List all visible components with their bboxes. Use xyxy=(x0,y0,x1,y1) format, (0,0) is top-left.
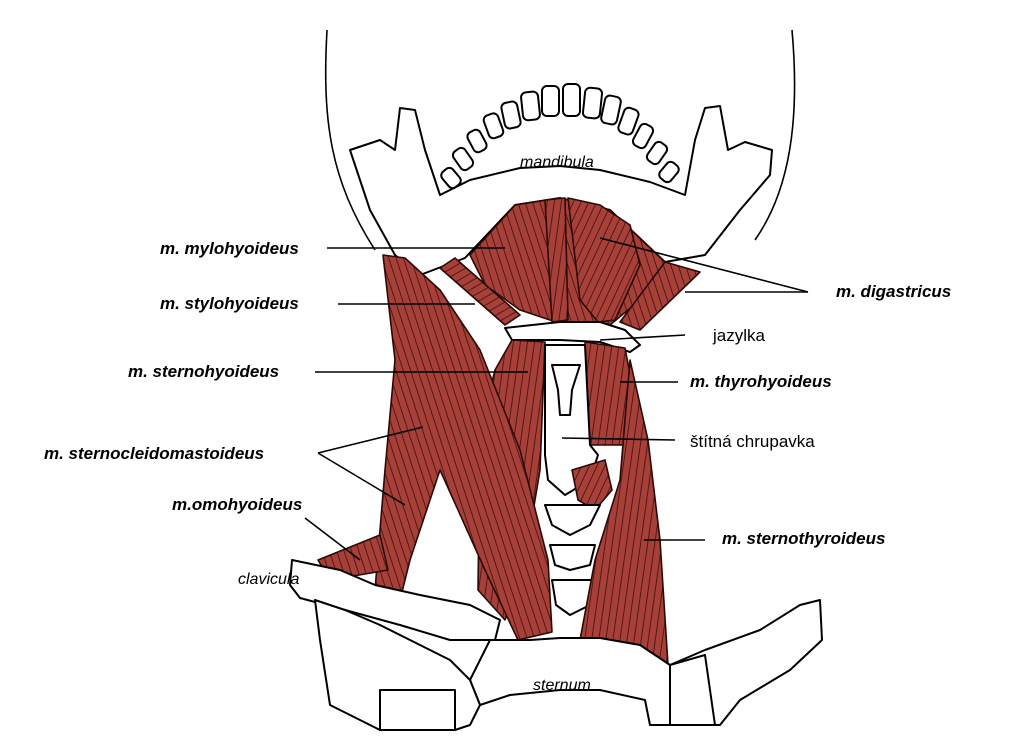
label-thyrohyoideus: m. thyrohyoideus xyxy=(690,372,832,391)
label-sternothyroideus: m. sternothyroideus xyxy=(722,529,885,548)
rib-left-segment xyxy=(379,689,456,731)
neck-outline-right xyxy=(754,29,796,241)
neck-outline-left xyxy=(324,29,376,251)
digastric-anterior-belly-right xyxy=(567,197,641,323)
rib-right-segment xyxy=(669,654,716,726)
label-jazylka: jazylka xyxy=(712,326,766,345)
label-omohyoideus: m.omohyoideus xyxy=(172,495,302,514)
teeth xyxy=(440,83,680,190)
digastric-posterior-right xyxy=(619,261,701,331)
trachea xyxy=(544,504,601,616)
label-sternum: sternum xyxy=(533,677,591,694)
leader-lines xyxy=(304,237,809,561)
sternum xyxy=(469,637,671,726)
sternocleidomastoid-muscle xyxy=(374,254,553,641)
label-sternohyoideus: m. sternohyoideus xyxy=(128,362,279,381)
mandible xyxy=(349,83,773,276)
label-clavicula: clavicula xyxy=(238,571,299,588)
cricothyroid-muscle xyxy=(571,459,613,511)
label-stylohyoideus: m. stylohyoideus xyxy=(160,294,299,313)
label-mandibula: mandibula xyxy=(520,154,594,171)
hyoid-bone xyxy=(504,321,641,353)
label-stitna-chrupavka: štítná chrupavka xyxy=(690,432,815,451)
thyroid-notch xyxy=(551,364,581,416)
label-mylohyoideus: m. mylohyoideus xyxy=(160,239,299,258)
digastric-anterior-belly-left xyxy=(544,197,569,323)
label-sternocleidomastoideus: m. sternocleidomastoideus xyxy=(44,444,264,463)
stylohyoid-muscle-left xyxy=(439,257,521,326)
label-digastricus: m. digastricus xyxy=(836,282,951,301)
